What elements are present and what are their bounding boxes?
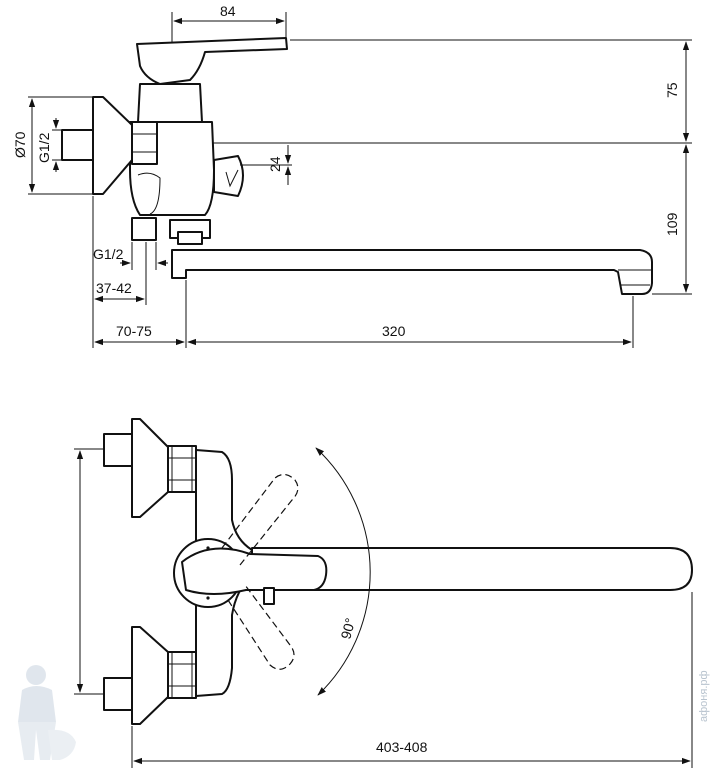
dim-70-75-label: 70-75 (116, 323, 152, 339)
side-union-nut (131, 121, 158, 165)
side-neck (137, 83, 203, 123)
side-handle-lever (136, 37, 288, 85)
top-spout (251, 547, 693, 591)
top-lower-inlet-stub (103, 677, 133, 711)
dim-d70-label: Ø70 (12, 131, 28, 158)
top-handle-rotated-down (227, 584, 295, 670)
dim-37-42-label: 37-42 (96, 280, 132, 296)
dim-403-408-label: 403-408 (376, 739, 428, 755)
top-view: 90° 403-408 (74, 418, 693, 768)
top-upper-escutcheon (131, 418, 169, 518)
side-view: 84 75 109 24 Ø70 G1/2 G1/2 37-42 (12, 3, 692, 348)
side-spout (171, 249, 653, 295)
side-escutcheon (92, 96, 133, 195)
watermark-site: афоня.рф (698, 670, 710, 722)
dim-320-label: 320 (382, 323, 406, 339)
top-upper-nut (167, 445, 197, 493)
dim-24-label: 24 (267, 156, 283, 172)
side-diverter-knob (213, 155, 244, 197)
top-handle-rotated-up (221, 473, 299, 566)
dim-g12-left-label: G1/2 (36, 132, 52, 163)
side-bottom-inlet (131, 217, 157, 241)
dim-84-label: 84 (220, 3, 236, 19)
top-upper-inlet-stub (103, 433, 133, 467)
top-handle-lever (181, 547, 328, 595)
dim-g12-bottom-label: G1/2 (93, 246, 124, 262)
dim-75-label: 75 (664, 82, 680, 98)
top-lower-escutcheon (131, 626, 169, 725)
rotation-arc (315, 447, 371, 696)
plumber-logo-icon (18, 665, 76, 760)
dim-90deg-label: 90° (337, 616, 358, 641)
side-inlet-stub (61, 129, 94, 161)
dim-109-label: 109 (664, 212, 680, 236)
